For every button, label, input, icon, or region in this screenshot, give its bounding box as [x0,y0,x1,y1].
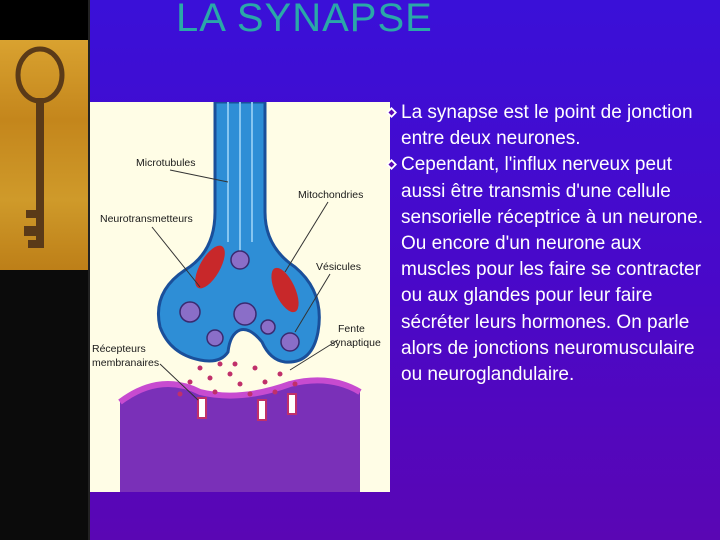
old-key-image [0,40,90,270]
vesicle [207,330,223,346]
bullet-text: La synapse est le point de jonction entr… [401,102,693,149]
slide-title: LA SYNAPSE [176,0,433,41]
label-cleft-line1: Fente [338,323,365,335]
membrane-receptor [258,400,266,420]
synapse-illustration: Microtubules Neurotransmetteurs Mitochon… [90,102,390,492]
bullet-list: La synapse est le point de jonction entr… [385,100,705,388]
label-microtubules: Microtubules [136,157,196,169]
bullet-item: La synapse est le point de jonction entr… [385,100,705,152]
bullet-item: Cependant, l'influx nerveux peut aussi ê… [385,152,705,388]
vesicle [281,333,299,351]
vesicle [231,251,249,269]
vesicle [180,302,200,322]
membrane-receptor [198,398,206,418]
vesicle [234,303,256,325]
label-cleft-line2: synaptique [330,337,381,349]
label-receptors-line1: Récepteurs [92,343,146,355]
bullet-text: Cependant, l'influx nerveux peut aussi ê… [401,154,703,385]
synapse-diagram: Microtubules Neurotransmetteurs Mitochon… [90,102,390,492]
label-receptors-line2: membranaires [92,357,159,369]
label-neurotransmitters: Neurotransmetteurs [100,213,193,225]
diamond-bullet-icon [386,107,397,118]
label-mitochondria: Mitochondries [298,189,363,201]
membrane-receptor [288,394,296,414]
diamond-bullet-icon [386,159,397,170]
vesicle [261,320,275,334]
label-vesicles: Vésicules [316,261,361,273]
decorative-side-band [0,0,90,540]
